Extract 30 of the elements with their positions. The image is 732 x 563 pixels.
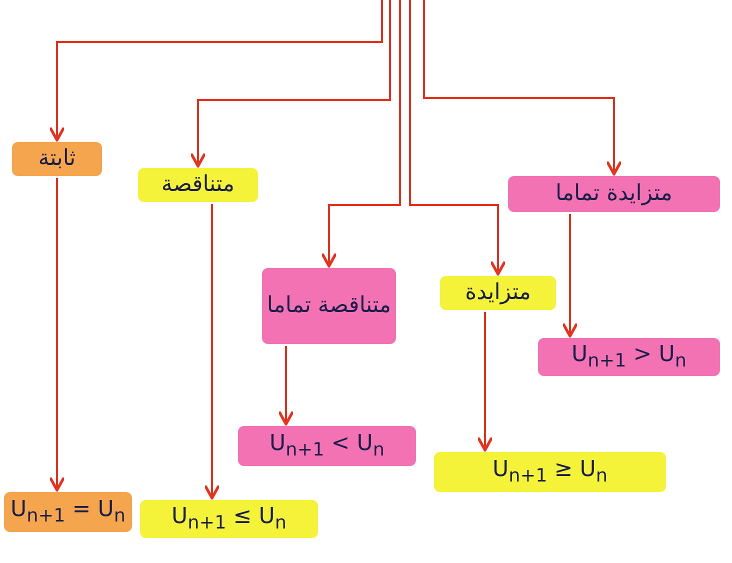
arrow	[409, 0, 506, 276]
label-text: متناقصة	[161, 171, 235, 199]
category-box	[262, 268, 396, 344]
category-box	[440, 276, 556, 310]
arrow	[320, 0, 401, 268]
arrow	[423, 0, 622, 176]
label-text: متزايدة	[465, 279, 531, 307]
category-box	[138, 168, 258, 202]
inequality-text: U$_{n+1}$ ≥ U$_{n}$	[492, 456, 608, 488]
inequality-text: U$_{n+1}$ = U$_{n}$	[10, 496, 126, 528]
category-box	[12, 142, 102, 176]
inequality-text: U$_{n+1}$ > U$_{n}$	[572, 340, 686, 374]
arrow	[48, 178, 66, 492]
arrow	[190, 0, 391, 168]
inequality-text: U$_{n+1}$ < U$_{n}$	[270, 430, 384, 462]
arrow	[48, 0, 383, 142]
formula-box	[4, 492, 132, 532]
arrow	[476, 312, 494, 452]
arrow	[204, 204, 220, 500]
formula-box	[538, 338, 720, 376]
arrow	[562, 214, 578, 338]
category-box	[508, 176, 720, 212]
label-text: ثابتة	[38, 145, 76, 173]
formula-box	[434, 452, 666, 492]
formula-box	[140, 500, 318, 538]
label-text: متزايدة تماما	[556, 180, 672, 208]
formula-box	[238, 426, 416, 466]
inequality-text: U$_{n+1}$ ≤ U$_{n}$	[172, 502, 286, 536]
arrow	[278, 346, 294, 426]
label-text: متناقصة تماما	[266, 292, 392, 320]
